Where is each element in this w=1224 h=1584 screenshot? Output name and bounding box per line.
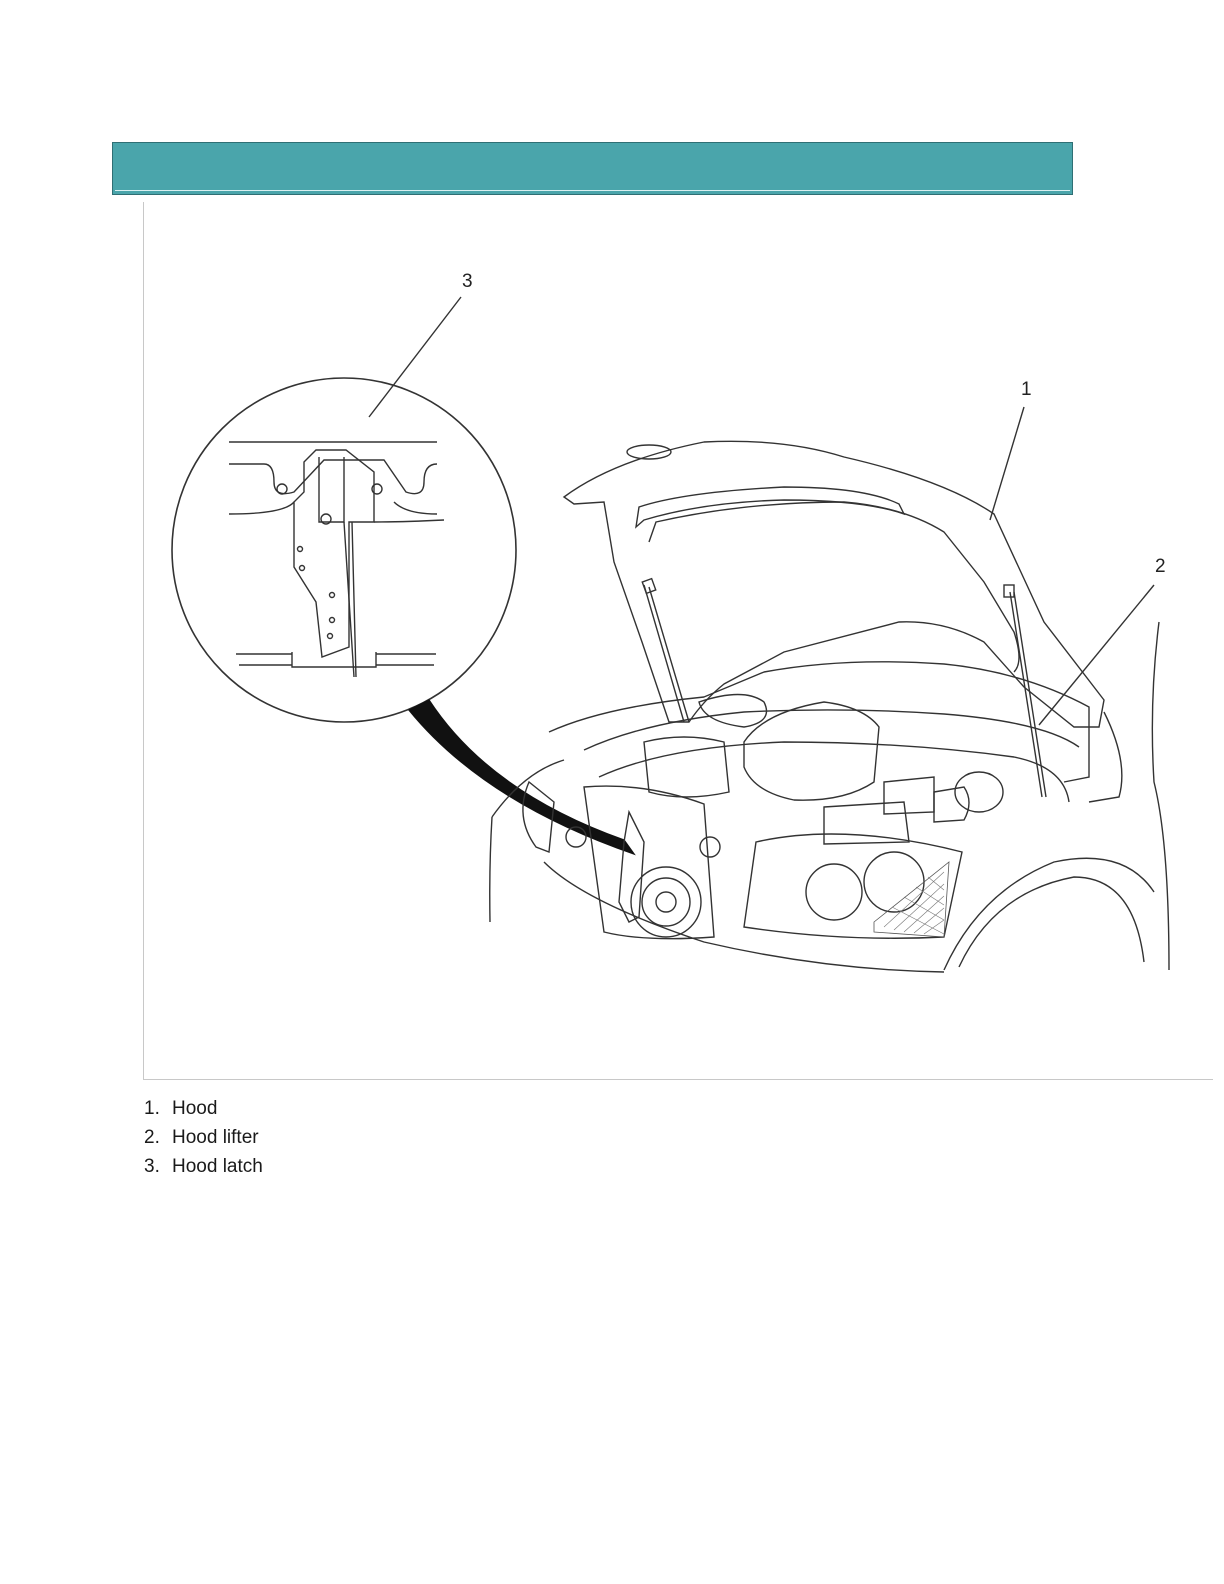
legend-item-hood-latch: 3. Hood latch bbox=[144, 1152, 263, 1181]
hood-illustration-frame: 3 1 bbox=[143, 202, 1213, 1080]
hood-illustration: 3 1 bbox=[144, 202, 1214, 1080]
legend-item-hood: 1. Hood bbox=[144, 1094, 263, 1123]
legend-number: 1. bbox=[144, 1094, 172, 1123]
callout-1-label: 1 bbox=[1021, 379, 1032, 400]
callout-3-leader bbox=[369, 297, 461, 417]
callout-3-label: 3 bbox=[462, 271, 473, 292]
legend-label: Hood lifter bbox=[172, 1123, 259, 1152]
legend-label: Hood bbox=[172, 1094, 217, 1123]
legend-number: 2. bbox=[144, 1123, 172, 1152]
vehicle-open-hood bbox=[564, 441, 1104, 797]
legend-number: 3. bbox=[144, 1152, 172, 1181]
right-hood-lifter bbox=[1010, 592, 1042, 797]
legend-label: Hood latch bbox=[172, 1152, 263, 1181]
headlight bbox=[744, 834, 962, 938]
header-rule bbox=[115, 190, 1070, 191]
vehicle-body bbox=[490, 622, 1169, 972]
latch-detail-circle bbox=[172, 378, 516, 722]
callout-2-leader bbox=[1039, 585, 1154, 725]
legend-list: 1. Hood 2. Hood lifter 3. Hood latch bbox=[144, 1094, 263, 1181]
section-header-bar bbox=[112, 142, 1073, 195]
callout-1-leader bbox=[990, 407, 1024, 520]
callout-2-label: 2 bbox=[1155, 556, 1166, 577]
legend-item-hood-lifter: 2. Hood lifter bbox=[144, 1123, 263, 1152]
